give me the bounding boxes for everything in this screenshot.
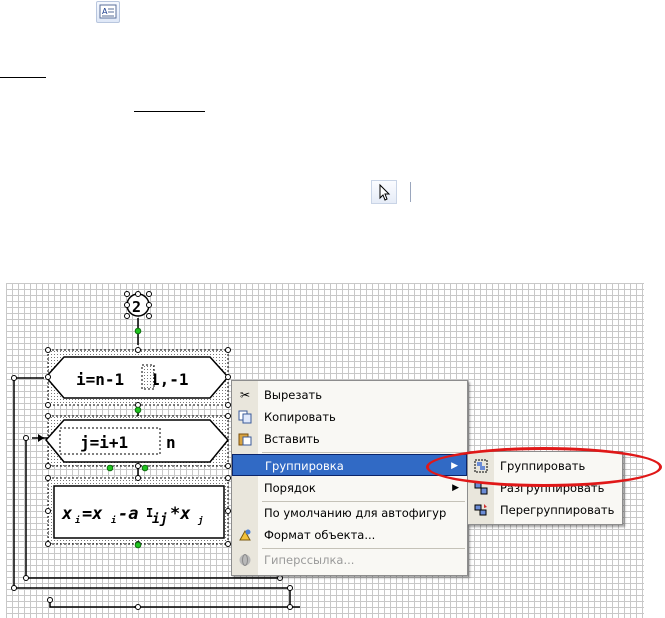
assign-sub-j: j xyxy=(197,515,203,526)
menu-item-order-label: Порядок xyxy=(264,481,316,495)
assign-sub-ij: ij xyxy=(152,512,168,527)
menu-item-grouping-label: Группировка xyxy=(265,459,344,473)
menu-item-paste[interactable]: Вставить xyxy=(232,428,467,450)
loop-hexagon-inner xyxy=(45,419,229,463)
menu-item-cut[interactable]: ✂ Вырезать xyxy=(232,384,467,406)
menu-item-default-autoshape-label: По умолчанию для автофигур xyxy=(264,506,447,520)
copy-icon xyxy=(238,410,252,424)
hyperlink-icon xyxy=(238,553,252,567)
submenu-arrow-icon: ▶ xyxy=(452,483,459,493)
paste-icon xyxy=(238,432,252,446)
green-handles xyxy=(106,406,149,549)
menu-item-default-autoshape[interactable]: По умолчанию для автофигур xyxy=(232,502,467,524)
menu-item-copy-label: Копировать xyxy=(264,410,336,424)
assign-block xyxy=(53,485,225,539)
menu-item-copy[interactable]: Копировать xyxy=(232,406,467,428)
selection-handles xyxy=(11,347,293,610)
loop-hexagon-outer xyxy=(45,356,229,399)
loop1-suffix: 1,-1 xyxy=(150,370,189,389)
menu-separator xyxy=(262,501,465,502)
menu-item-format-object-label: Формат объекта... xyxy=(264,528,376,542)
connector-label: 2 xyxy=(132,298,141,316)
text-underline-1 xyxy=(0,77,46,78)
menu-item-hyperlink-label: Гиперссылка... xyxy=(264,553,355,567)
assign-text: x xyxy=(61,504,73,524)
context-menu: ✂ Вырезать Копировать Вставить Группиров… xyxy=(231,380,468,576)
assign-sub-i2: i xyxy=(111,515,116,526)
menu-separator xyxy=(262,452,465,453)
menu-item-hyperlink[interactable]: Гиперссылка... xyxy=(232,549,467,571)
svg-text:A: A xyxy=(102,7,108,16)
loop1-text: i=n-1 xyxy=(76,370,124,389)
scissors-icon: ✂ xyxy=(239,388,251,402)
submenu-item-regroup-label: Перегруппировать xyxy=(500,503,615,517)
loop2-suffix: n xyxy=(166,433,176,452)
format-object-icon xyxy=(238,528,252,542)
assign-minus: -a xyxy=(118,504,138,524)
assign-sub-i1: i xyxy=(75,515,80,526)
assign-cursor: I xyxy=(146,506,153,520)
menu-item-grouping[interactable]: Группировка ▶ xyxy=(232,454,467,476)
text-box-icon[interactable]: A xyxy=(96,1,120,23)
select-objects-icon[interactable] xyxy=(371,180,397,204)
menu-separator xyxy=(262,548,465,549)
toolbar-separator xyxy=(410,182,411,202)
submenu-item-regroup[interactable]: Перегруппировать xyxy=(468,499,622,521)
connector-handles xyxy=(124,291,152,319)
menu-item-paste-label: Вставить xyxy=(264,432,320,446)
regroup-icon xyxy=(474,503,488,517)
menu-item-order[interactable]: Порядок ▶ xyxy=(232,477,467,499)
loop2-text: j=i+1 xyxy=(80,433,128,452)
annotation-ellipse xyxy=(426,447,662,487)
assign-rest: =x xyxy=(82,504,103,524)
text-underline-2 xyxy=(134,111,205,112)
menu-item-format-object[interactable]: Формат объекта... xyxy=(232,524,467,546)
assign-tail: *x xyxy=(170,504,191,524)
menu-item-cut-label: Вырезать xyxy=(264,388,322,402)
